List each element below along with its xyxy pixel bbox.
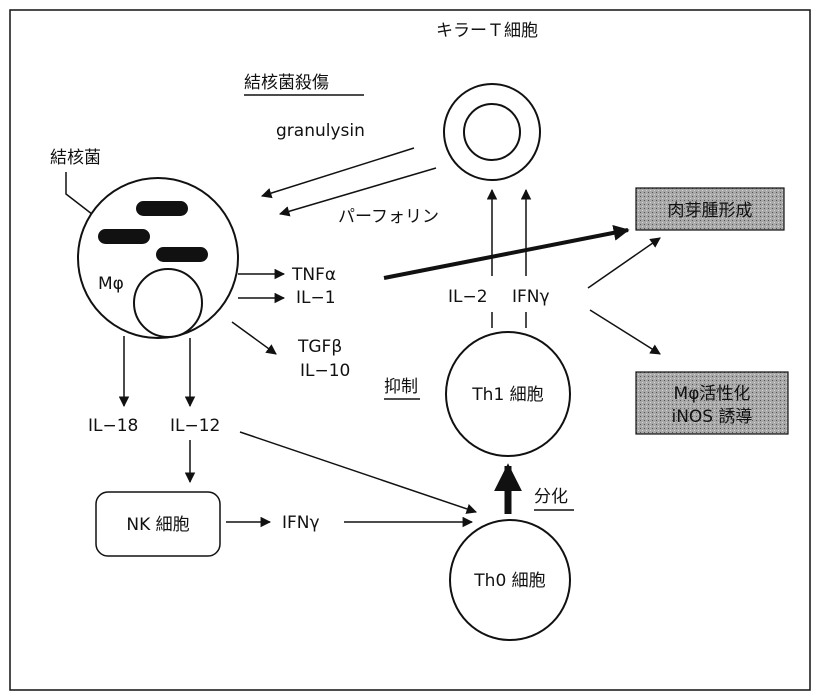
macrophage-label: Mφ — [98, 274, 124, 294]
granulysin-label: granulysin — [276, 121, 365, 141]
tnf-alpha-label: TNFα — [291, 265, 336, 285]
ifn-gamma-nk-label: IFNγ — [282, 513, 320, 533]
granuloma-label: 肉芽腫形成 — [668, 201, 753, 221]
killer-t-cell-inner — [464, 104, 520, 160]
inos-induction-label: iNOS 誘導 — [671, 407, 752, 427]
differentiation-label: 分化 — [534, 487, 568, 507]
granulysin-arrow — [262, 148, 414, 196]
ifn-to-activation-arrow — [590, 310, 660, 354]
il-1-label: IL−1 — [296, 288, 336, 308]
tgf-beta-label: TGFβ — [297, 337, 342, 357]
il-12-to-th0-arrow — [240, 432, 476, 512]
tb-killing-label: 結核菌殺傷 — [244, 73, 329, 93]
ifn-to-granuloma-arrow — [588, 238, 660, 288]
killer-t-cell-label: キラーＴ細胞 — [436, 21, 538, 41]
macrophage-nucleus — [134, 269, 202, 337]
th0-cell-label: Th0 細胞 — [473, 571, 545, 591]
tb-bacterium-3 — [156, 247, 208, 262]
tgf-beta-arrow — [232, 322, 276, 354]
tb-bacterium-1 — [136, 201, 188, 216]
perforin-label: パーフォリン — [338, 207, 439, 227]
il-10-label: IL−10 — [300, 361, 350, 381]
tb-bacterium-2 — [98, 229, 150, 244]
nk-cell-label: NK 細胞 — [126, 515, 189, 535]
tb-bacteria-label: 結核菌 — [50, 148, 101, 168]
suppression-label: 抑制 — [384, 377, 418, 397]
tnf-to-granuloma-arrow — [384, 230, 628, 278]
diagram-frame — [10, 10, 810, 690]
ifn-gamma-top-label: IFNγ — [512, 287, 550, 307]
macrophage-activation-label: Mφ活性化 — [674, 384, 751, 404]
il-18-label: IL−18 — [88, 416, 138, 436]
il-12-label: IL−12 — [170, 416, 220, 436]
th1-cell-label: Th1 細胞 — [471, 385, 543, 405]
il-2-label: IL−2 — [448, 287, 488, 307]
